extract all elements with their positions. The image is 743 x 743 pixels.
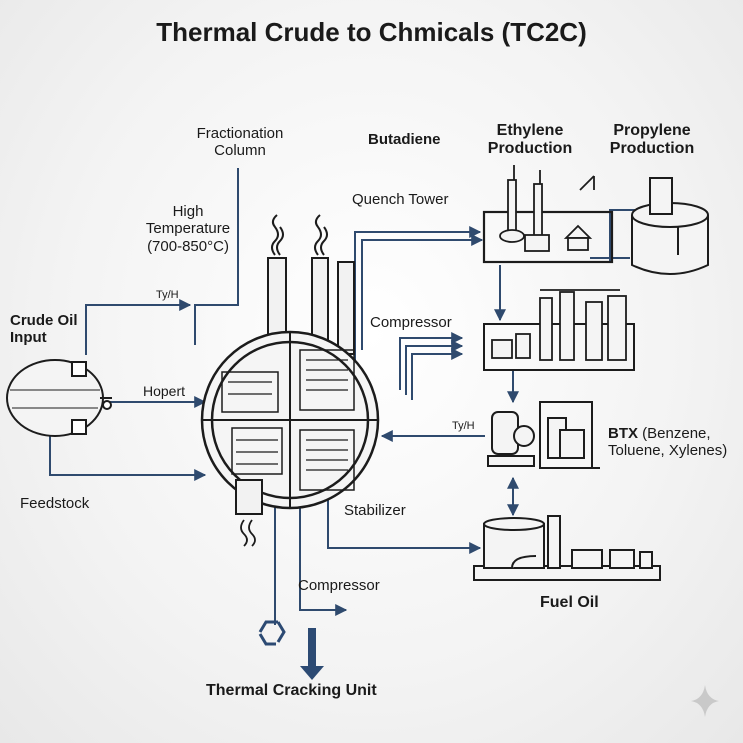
- recycle-icon: [258, 620, 286, 646]
- down-arrow-icon: [300, 628, 324, 680]
- cracking-reactor: [200, 330, 380, 547]
- tyh-top-label: Ty/H: [156, 289, 179, 301]
- quench-line: [354, 226, 482, 360]
- cracker-stacks: [267, 214, 355, 355]
- flow-lines: [49, 168, 635, 625]
- crude-oil-tank: [6, 359, 112, 437]
- stabilizer-line: [327, 480, 482, 554]
- tyh-line: [85, 299, 192, 355]
- btx-desc-label: (Benzene, Toluene, Xylenes): [608, 425, 728, 460]
- hopert-label: Hopert: [143, 383, 186, 399]
- quench-line-2: [361, 234, 484, 350]
- high-temperature-label: High Temperature (700-850°C): [145, 203, 231, 255]
- propylene-label: Propylene Production: [609, 122, 695, 158]
- page-title: Thermal Crude to Chmicals (TC2C): [156, 17, 587, 47]
- btx-unit: [487, 401, 600, 469]
- compressor-line-2: [405, 340, 464, 395]
- compressor-unit: [483, 289, 635, 371]
- compressor-line-3: [411, 348, 464, 400]
- ethylene-to-propylene: [609, 209, 635, 262]
- fractionation-line: [194, 168, 239, 345]
- fuel-oil-label: Fuel Oil: [540, 594, 599, 611]
- ethylene-label: Ethylene Production: [487, 122, 573, 158]
- propylene-tank: [631, 177, 709, 275]
- compressor-line-1: [399, 332, 464, 390]
- tyh-mid-label: Ty/H: [452, 420, 475, 432]
- compressor-right-label: Compressor: [370, 314, 452, 331]
- thermal-cracking-unit-label: Thermal Cracking Unit: [206, 682, 377, 699]
- quench-tower-label: Quench Tower: [352, 191, 449, 208]
- btx-label: BTX (Benzene, Toluene, Xylenes): [608, 425, 740, 460]
- ethylene-unit: [482, 165, 614, 264]
- sparkle-icon: [691, 685, 719, 717]
- stabilizer-label: Stabilizer: [344, 502, 406, 519]
- compressor-bottom-line: [299, 505, 348, 616]
- fractionation-label: Fractionation Column: [196, 125, 284, 160]
- btx-bold-label: BTX: [608, 425, 638, 442]
- butadiene-label: Butadiene: [368, 131, 441, 148]
- feedstock-line: [49, 430, 207, 481]
- fuel-oil-unit: [473, 515, 661, 581]
- crude-oil-label: Crude Oil Input: [10, 312, 78, 347]
- feedstock-label: Feedstock: [20, 495, 90, 512]
- compressor-bottom-label: Compressor: [298, 577, 380, 594]
